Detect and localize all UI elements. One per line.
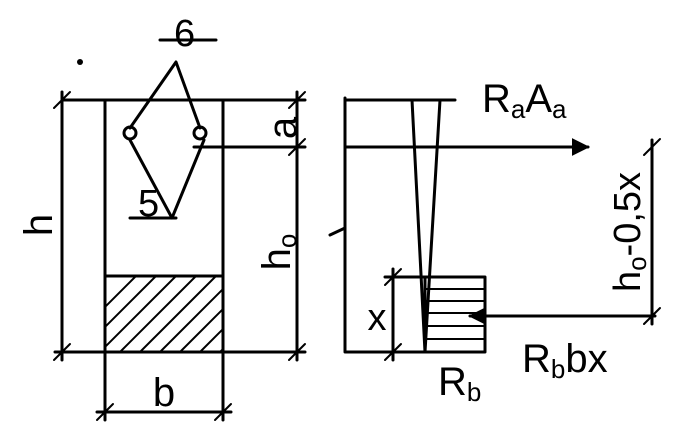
depth-dimensions: a ho	[221, 90, 307, 362]
width-dimension: b	[95, 350, 233, 422]
width-label: b	[153, 371, 175, 415]
beam-elevation	[343, 96, 427, 354]
effective-depth-label: ho	[255, 234, 302, 271]
rebar-mark-label: 6	[174, 13, 195, 55]
steel-force-label: RaAa	[482, 77, 567, 124]
compression-block-lines	[424, 288, 486, 340]
lever-arm-dimension: ho-0,5x	[607, 138, 661, 326]
stirrup-mark-label: 5	[138, 183, 159, 225]
rebar-leader	[128, 60, 202, 130]
concrete-resultant-label: Rbbx	[522, 337, 608, 384]
stray-dot	[77, 59, 83, 65]
compression-depth-label: x	[368, 297, 387, 339]
cross-section: 6 5 h b a	[17, 13, 307, 422]
lever-arm-label: ho-0,5x	[607, 172, 652, 292]
height-label: h	[17, 214, 61, 236]
compression-zone-hatching	[105, 276, 223, 352]
concrete-stress-label: Rb	[438, 360, 481, 407]
stress-diagram: x RaAa Rbbx Rb ho-0,5x	[328, 77, 661, 407]
compression-depth-dimension: x	[368, 267, 427, 362]
cover-label: a	[261, 116, 305, 139]
section-outline	[103, 98, 225, 354]
height-dimension: h	[17, 90, 107, 362]
